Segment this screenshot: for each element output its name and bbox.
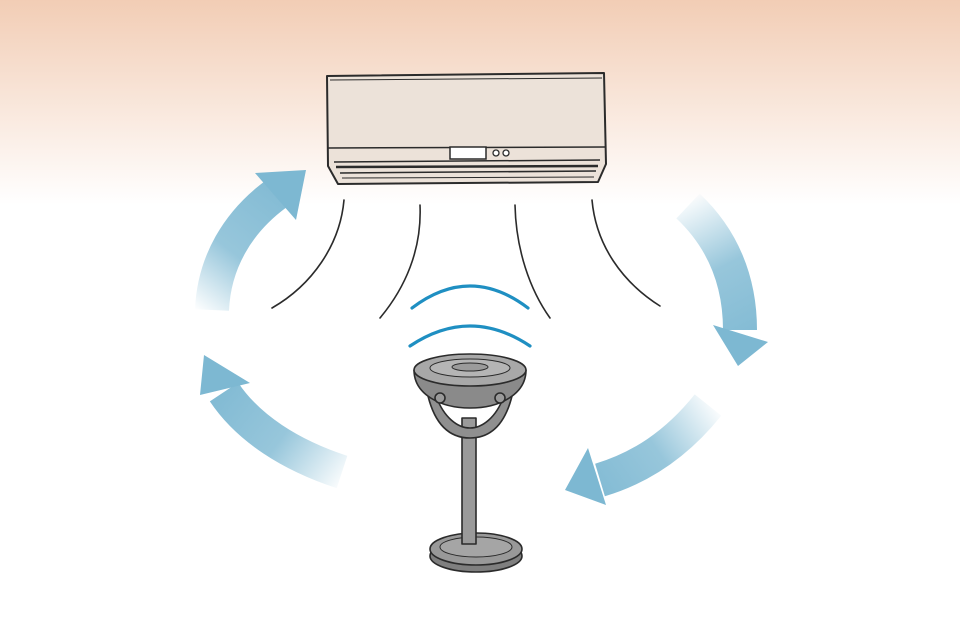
airflow-lines [271,199,661,319]
circulation-arrow-top-left-icon [195,170,306,312]
fan-wave-icon [408,284,532,348]
ac-indicator-light [502,149,510,157]
circulation-arrow-top-right-icon [676,193,768,366]
circulation-arrow-bottom-right-icon [565,394,722,505]
ac-indicator-light [492,149,500,157]
air-conditioner-icon [326,72,607,185]
airflow-line-icon [271,199,345,309]
airflow-line-icon [591,199,661,307]
airflow-line-icon [379,204,421,319]
circulation-arrow-bottom-left-icon [200,355,348,489]
airflow-line-icon [514,204,551,319]
ac-display [449,146,487,160]
circulator-fan-icon [413,353,527,573]
